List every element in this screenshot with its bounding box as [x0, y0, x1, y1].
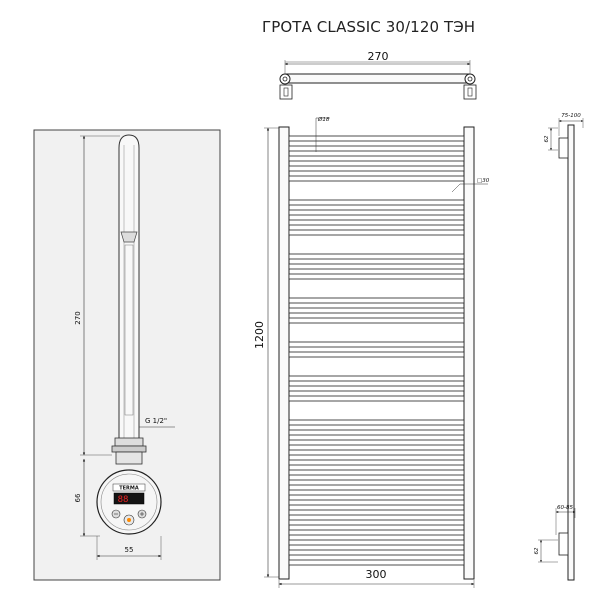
- heater-view: 270 G 1/2" 66 TERMA 88: [33, 129, 221, 581]
- body-width-label: 55: [125, 546, 134, 554]
- brand-logo: TERMA: [119, 486, 139, 492]
- side-view: 75-100 62 60-85 62: [534, 113, 584, 581]
- display-screen: [113, 492, 145, 505]
- front-view: 1200: [253, 116, 490, 588]
- top-width-label: 270: [368, 50, 389, 63]
- top-view: 270: [279, 50, 477, 100]
- thread-size-label: G 1/2": [145, 417, 167, 425]
- left-tube: [278, 126, 290, 580]
- top-bracket-label: 62: [544, 135, 550, 142]
- right-tube: [463, 126, 475, 580]
- drawing-title: ГРОТА CLASSIC 30/120 ТЭН: [262, 18, 476, 36]
- bottom-offset-label: 60-85: [557, 505, 573, 511]
- bottom-bracket-label: 62: [534, 547, 540, 554]
- body-height-label: 66: [74, 493, 82, 502]
- top-offset-label: 75-100: [561, 113, 581, 119]
- total-width-label: 300: [366, 568, 387, 581]
- rung-size-label: □30: [477, 178, 490, 184]
- heater-length-label: 270: [74, 311, 82, 324]
- display-digits: 88: [118, 495, 129, 505]
- rungs: [288, 135, 465, 566]
- total-height-label: 1200: [253, 321, 266, 349]
- side-tube: [567, 124, 575, 581]
- tube-diameter-label: Ø18: [317, 116, 330, 123]
- heating-rod: [118, 134, 140, 441]
- top-rail: [284, 73, 471, 84]
